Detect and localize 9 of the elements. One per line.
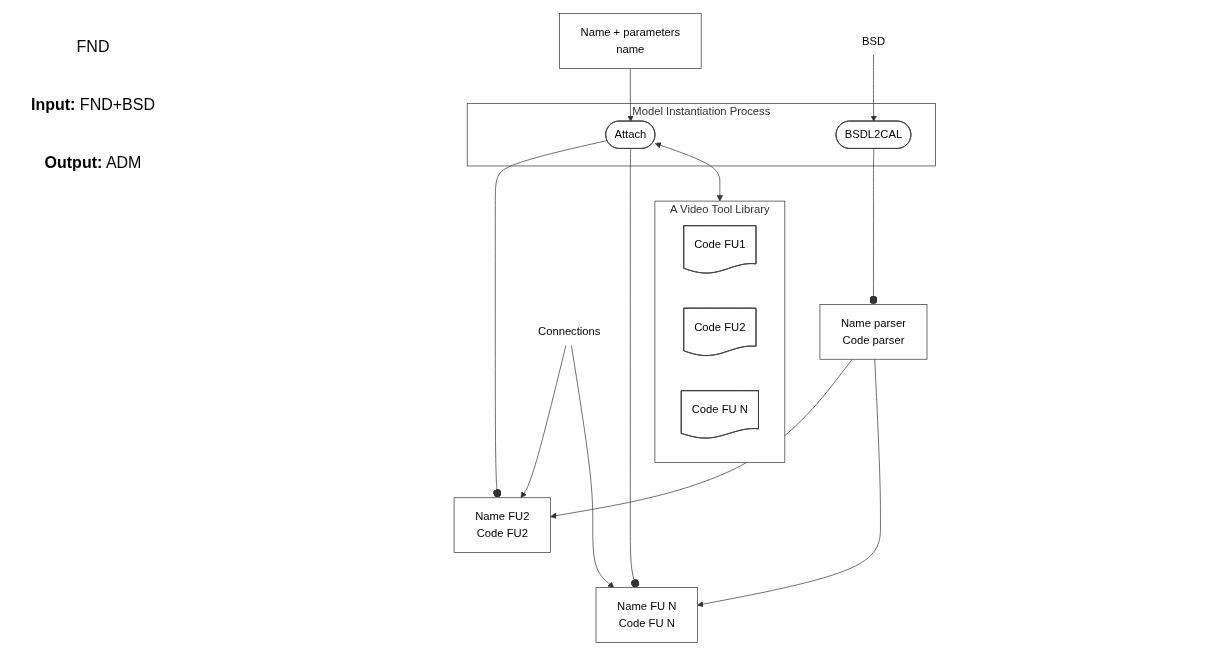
node-text: BSD [861,34,885,47]
node-box: Name + parameters name [558,13,702,69]
node-box: Name parser Code parser [819,304,928,360]
node-box: Name FU N Code FU N [595,587,698,643]
node-text: Connections [537,325,601,338]
row-label: Input: FND+BSD [30,96,156,114]
row-label: FND [75,38,111,56]
node-box: Name FU2 Code FU2 [453,497,551,553]
row-label: Output: ADM [43,154,143,172]
